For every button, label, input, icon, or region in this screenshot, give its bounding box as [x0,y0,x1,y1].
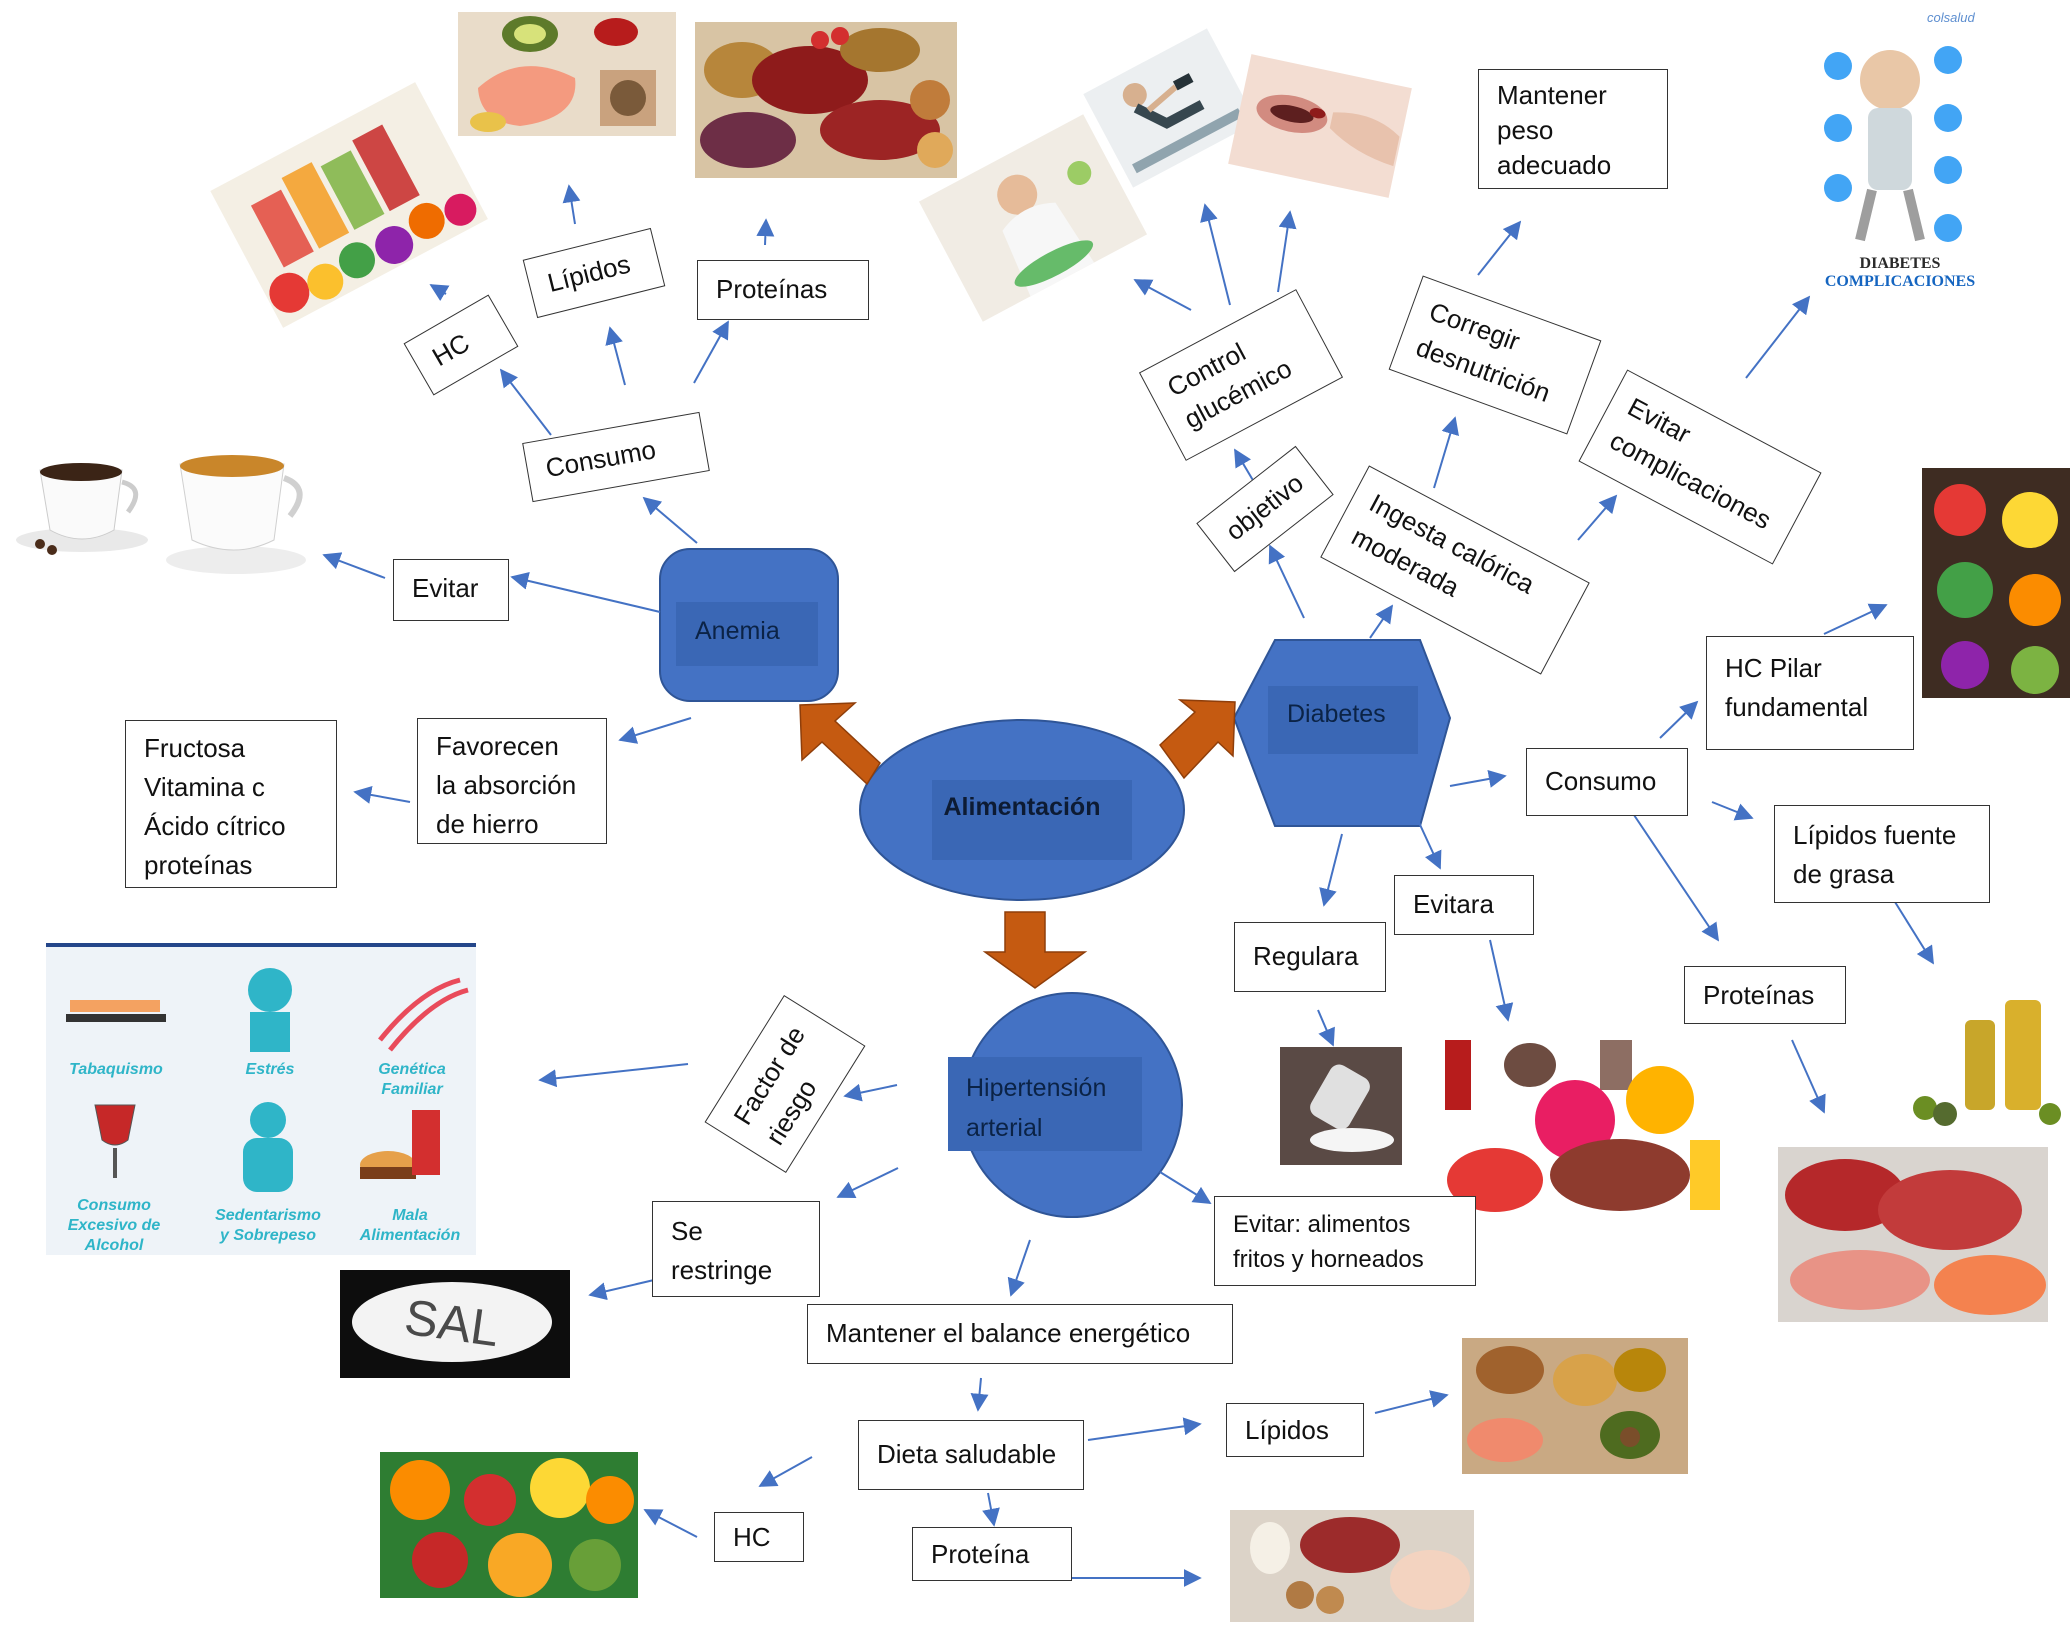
connector-arrows [322,184,1934,1587]
anemia-evitar-box: Evitar [393,559,509,621]
big-arrow-to-hipertension [982,911,1088,989]
sal-label: SAL [401,1289,502,1358]
cigarette-icon [66,1000,166,1022]
anemia-node [659,548,839,702]
hipertension-evitar-alimentos-box: Evitar: alimentos fritos y horneados [1214,1196,1476,1286]
olive-oil-image [1902,995,2070,1130]
hipertension-node [948,992,1183,1218]
anemia-favorecen-box: Favorecen la absorción de hierro [417,718,607,844]
risk-tabaquismo: Tabaquismo [69,1061,163,1078]
diabetes-hc-pilar-box: HC Pilar fundamental [1706,636,1914,750]
hipertension-balance-box: Mantener el balance energético [807,1304,1233,1364]
fruits-vegetables-image [1922,468,2070,698]
diabetes-infographic-title: DIABETES [1860,255,1941,272]
meat-nuts-image [695,22,957,178]
burger-soda-icon [360,1110,440,1179]
salmon-avocado-image [458,12,676,136]
diabetes-mantener-box: Mantener peso adecuado [1478,69,1668,189]
hipertension-label: Hipertensión arterial [966,1074,1107,1142]
center-label: Alimentación [943,793,1101,821]
big-arrow-to-diabetes [1159,699,1236,780]
exercise-man-image [1083,28,1257,188]
hipertension-dieta-box: Dieta saludable [858,1420,1084,1490]
diabetes-evitara-box: Evitara [1394,875,1534,935]
diabetes-lipidos-box: Lípidos fuente de grasa [1774,805,1990,903]
risk-genetica-line-1: Genética [378,1061,446,1078]
meat-fish-image [1778,1147,2048,1322]
diabetes-regulara-box: Regulara [1234,922,1386,992]
sedentary-person-icon [243,1102,293,1192]
risk-estres: Estrés [246,1061,295,1078]
dna-icon [378,977,469,1052]
diabetes-infographic-subtitle: COMPLICACIONES [1825,273,1975,290]
anemia-proteinas-box: Proteínas [697,260,869,320]
healthy-fats-image [1462,1338,1688,1474]
fruit-vegetable-mix-image [380,1452,638,1598]
salt-text-image: SAL [340,1270,570,1378]
pill-mouth-image [1228,54,1412,198]
diabetes-proteinas-box: Proteínas [1684,966,1846,1024]
diabetes-node [1232,639,1452,827]
protein-foods-image [1230,1510,1474,1622]
hipertension-proteina-box: Proteína [912,1527,1072,1581]
diabetes-consumo-box: Consumo [1526,748,1688,816]
anemia-fructosa-box: Fructosa Vitamina c Ácido cítrico proteí… [125,720,337,888]
diabetes-label: Diabetes [1287,700,1386,728]
salt-shaker-image [1280,1047,1402,1165]
tea-cup-image [160,448,310,578]
juice-fruit-image [210,82,488,328]
anemia-label: Anemia [695,617,780,645]
center-node-alimentacion [859,719,1185,901]
risk-genetica-line-2: Familiar [381,1081,443,1098]
colsalud-logo: colsalud [1927,10,1975,25]
big-arrow-to-anemia [799,702,881,786]
hipertension-restringe-box: Se restringe [652,1201,820,1297]
woman-salad-image [918,114,1148,322]
hipertension-hc-box: HC [714,1512,804,1562]
wine-glass-icon [94,1104,136,1178]
diabetes-complications-image: colsalud DIABETES COMPLICACIONES [1805,0,1975,295]
coffee-cup-image [12,452,154,562]
hipertension-lipidos-box: Lípidos [1226,1403,1364,1457]
stress-person-icon [248,968,292,1052]
